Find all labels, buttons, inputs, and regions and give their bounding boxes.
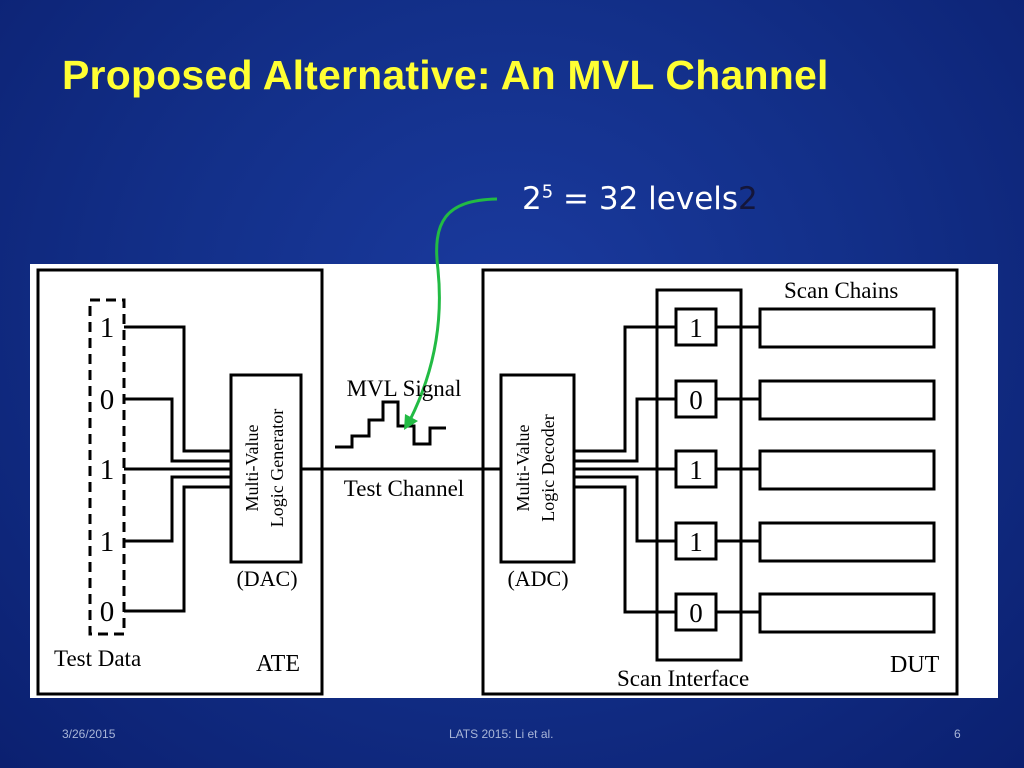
annotation-arrowhead	[404, 414, 418, 430]
levels-tail: 2	[738, 181, 758, 217]
ate-label: ATE	[256, 651, 300, 677]
dut-wire	[574, 475, 676, 543]
test-data-bit: 1	[100, 526, 115, 558]
decoder-label-line2: Logic Decoder	[538, 414, 558, 521]
levels-exponent: 5	[541, 181, 554, 203]
scan-bit-value: 1	[689, 313, 703, 343]
test-data-bit: 1	[100, 454, 115, 486]
annotation-arrow	[408, 197, 498, 421]
channel-label: Test Channel	[344, 476, 464, 501]
footer-date: 3/26/2015	[62, 727, 116, 741]
dut-wire	[574, 485, 676, 614]
scan-bit-value: 1	[689, 455, 703, 485]
generator-label-line1: Multi-Value	[242, 425, 262, 512]
levels-rest: = 32 levels	[553, 181, 739, 217]
ate-wire	[124, 475, 231, 543]
ate-wire	[124, 325, 231, 453]
dut-label: DUT	[890, 652, 940, 678]
test-data-bit: 0	[100, 596, 115, 628]
signal-label: MVL Signal	[347, 376, 462, 401]
test-data-box	[88, 298, 126, 636]
scan-bit-value: 0	[689, 385, 703, 415]
dut-wire	[574, 325, 676, 453]
test-data-label: Test Data	[54, 646, 141, 671]
scan-interface-box	[655, 288, 743, 662]
diagram-panel	[30, 264, 998, 698]
test-data-bit: 1	[100, 312, 115, 344]
ate-wire	[124, 485, 231, 613]
decoder-label-line1: Multi-Value	[513, 425, 533, 512]
scan-bit-value: 1	[689, 527, 703, 557]
dac-label: (DAC)	[236, 566, 297, 591]
footer-center: LATS 2015: Li et al.	[449, 727, 554, 741]
levels-annotation: 25 = 32 levels2	[522, 181, 758, 217]
adc-label: (ADC)	[507, 566, 568, 591]
scan-interface-label: Scan Interface	[617, 666, 749, 691]
dut-box	[481, 268, 959, 696]
footer-page-number: 6	[954, 727, 961, 741]
scan-bit-value: 0	[689, 598, 703, 628]
test-data-bit: 0	[100, 384, 115, 416]
ate-box	[36, 268, 324, 696]
dut-wire	[574, 397, 676, 463]
ate-wire	[124, 397, 231, 463]
slide-title: Proposed Alternative: An MVL Channel	[62, 52, 829, 98]
levels-base: 2	[522, 181, 542, 217]
mvl-signal-waveform	[335, 400, 446, 449]
generator-label-line2: Logic Generator	[267, 409, 287, 527]
scan-chains-label: Scan Chains	[784, 278, 898, 303]
